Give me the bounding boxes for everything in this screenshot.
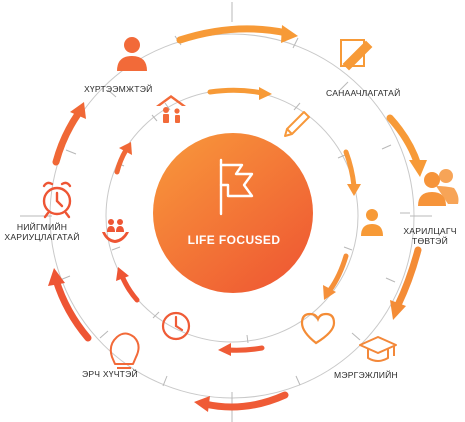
inner-arrowhead-right-bottom (323, 285, 336, 300)
label-bottom-right: МЭРГЭЖЛИЙН (334, 370, 398, 380)
outer-arrowhead-bottom (194, 396, 210, 412)
outer-arrowhead-right-bottom (390, 300, 406, 320)
hands-people-icon (102, 219, 129, 243)
outer-arrows (48, 25, 427, 412)
label-right: ХАРИЛЦАГЧ ТӨВТЭЙ (396, 226, 464, 246)
graduation-cap-icon (359, 336, 397, 362)
outer-arrow-bottom (201, 391, 289, 411)
inner-arrow-left-top (114, 147, 129, 175)
clock-icon (161, 311, 191, 341)
inner-arrow-right-bottom (327, 253, 349, 293)
outer-arrow-right-bottom (394, 246, 422, 309)
flag-icon (219, 158, 254, 216)
inner-arrowhead-right (347, 184, 361, 196)
outer-arrow-left-bottom (52, 276, 92, 342)
center-title: LIFE FOCUSED (187, 233, 281, 247)
outer-arrowhead-left-top (70, 102, 86, 119)
inner-arrowhead-left-bottom (116, 267, 129, 281)
businessman-icon (361, 209, 383, 236)
group-icon (418, 169, 459, 206)
inner-arrows (114, 87, 361, 356)
inner-arrow-right (343, 149, 357, 189)
lightbulb-icon (109, 332, 140, 369)
person-icon (117, 37, 147, 71)
label-bottom-left: ЭРЧ ХҮЧТЭЙ (82, 369, 138, 379)
label-left-line1: НИЙГМИЙН (16, 222, 68, 232)
label-right-line2: ТӨВТЭЙ (412, 236, 448, 246)
label-right-line1: ХАРИЛЦАГЧ (403, 226, 457, 236)
outer-arrowhead-top (281, 25, 298, 43)
pencil-note-icon (340, 39, 373, 71)
outer-arrow-top (176, 25, 291, 44)
inner-arrow-top (207, 87, 265, 96)
family-home-icon (156, 95, 186, 123)
outer-arrow-left-top (52, 110, 82, 166)
center-circle (153, 133, 313, 293)
pencil-icon (284, 111, 310, 137)
inner-arrowhead-top (259, 87, 272, 100)
alarm-clock-icon (42, 181, 72, 219)
outer-arrowhead-right-top (409, 160, 427, 177)
label-left-line2: ХАРИУЦЛАГАТАЙ (4, 232, 80, 242)
heart-icon (300, 312, 336, 345)
label-top-left: ХҮРТЭЭМЖТЭЙ (84, 84, 153, 94)
outer-arrowhead-left-bottom (48, 268, 65, 286)
inner-arrowhead-bottom (218, 343, 231, 356)
label-left: НИЙГМИЙН ХАРИУЦЛАГАТАЙ (0, 222, 84, 242)
inner-arrow-bottom (225, 345, 265, 353)
label-top-right: САНААЧЛАГАТАЙ (326, 88, 401, 98)
inner-arrowhead-left-top (119, 142, 132, 155)
inner-arrow-left-bottom (119, 273, 140, 303)
